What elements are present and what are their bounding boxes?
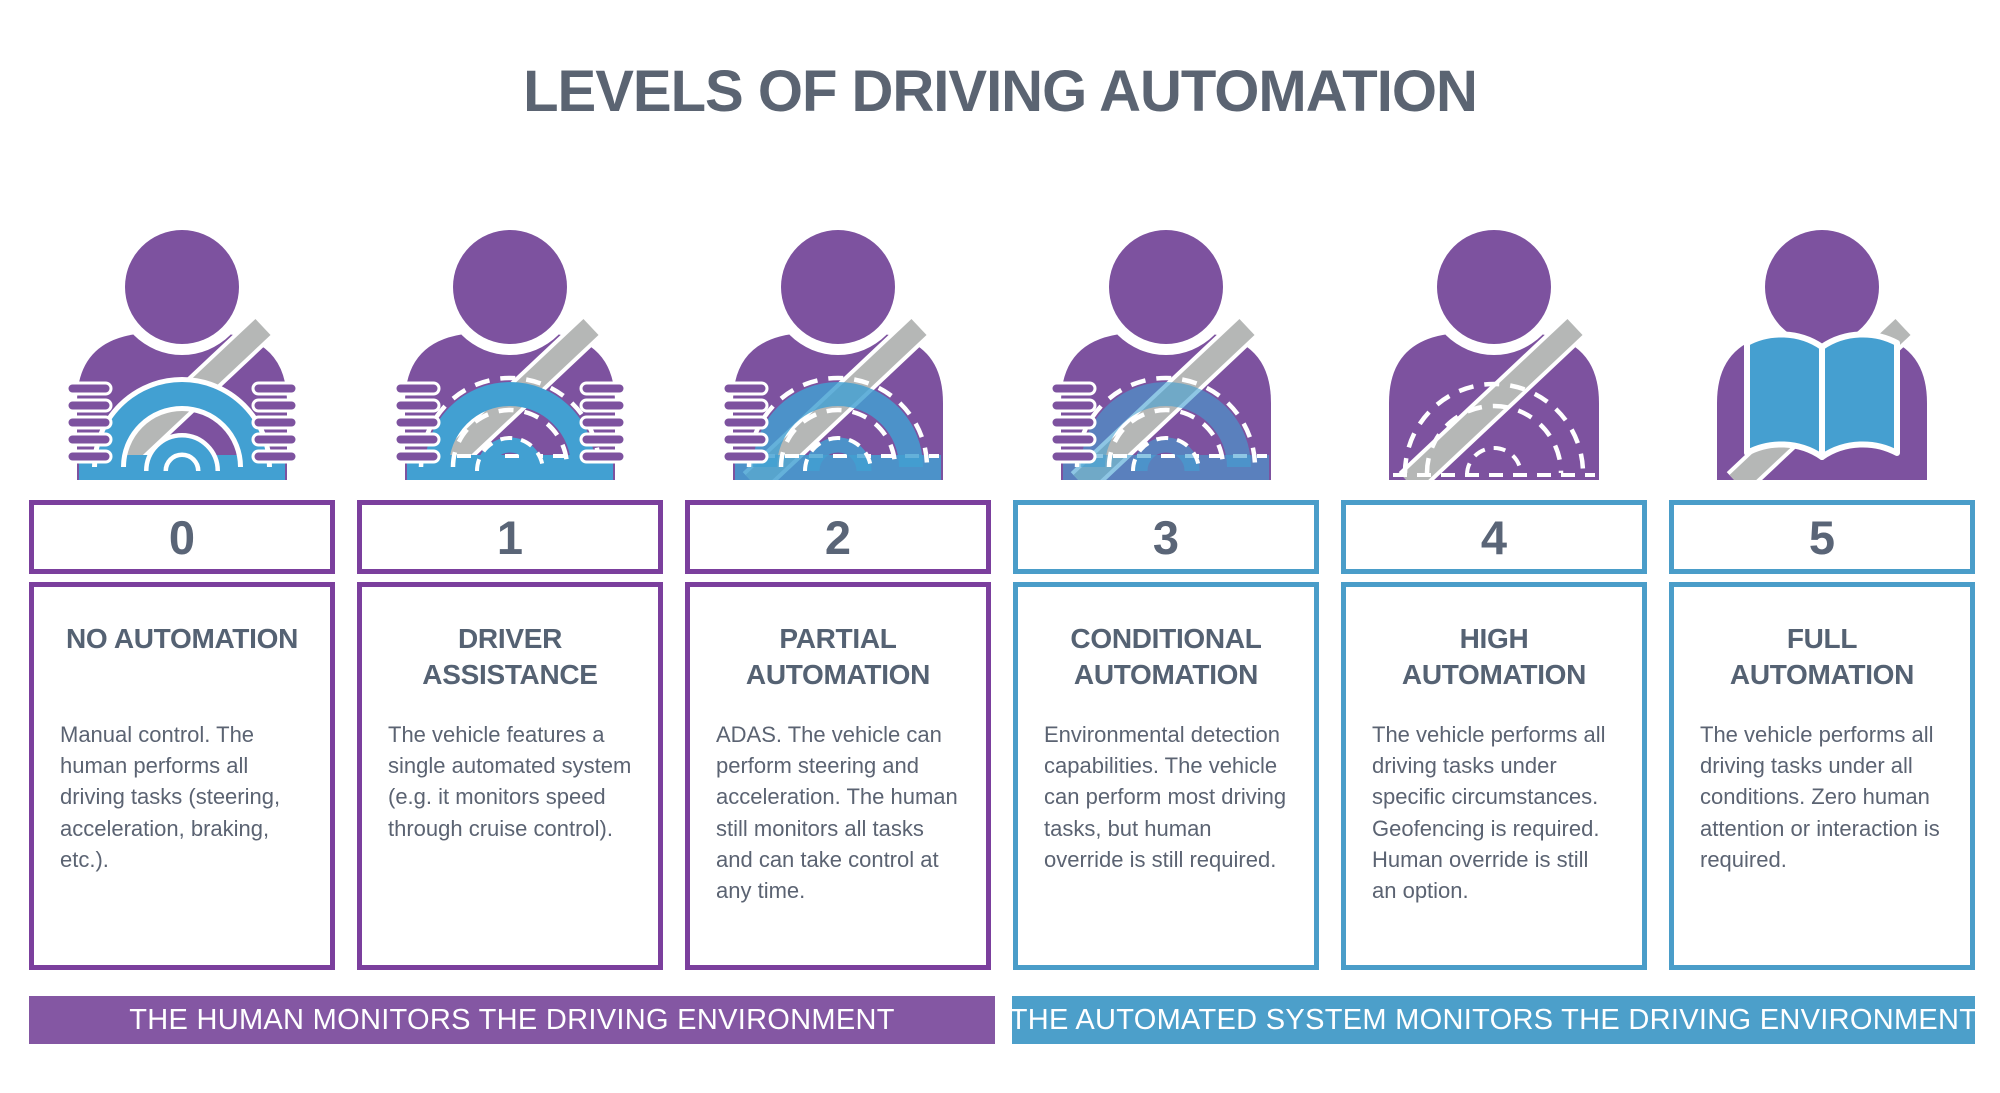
level-1-number: 1 — [496, 510, 524, 564]
level-5-column: 5 FULL AUTOMATION The vehicle performs a… — [1669, 500, 1975, 970]
level-5-name: FULL AUTOMATION — [1729, 623, 1915, 691]
automated-system-monitors-banner: THE AUTOMATED SYSTEM MONITORS THE DRIVIN… — [1009, 996, 1978, 1044]
level-5-number: 5 — [1808, 510, 1836, 564]
automated-system-monitors-banner-label: THE AUTOMATED SYSTEM MONITORS THE DRIVIN… — [1009, 1003, 1978, 1036]
level-4-body-box: HIGH AUTOMATION The vehicle performs all… — [1341, 582, 1647, 970]
level-0-description: Manual control. The human performs all d… — [60, 722, 281, 872]
human-monitors-banner: THE HUMAN MONITORS THE DRIVING ENVIRONME… — [29, 996, 995, 1044]
level-1-number-box: 1 — [357, 500, 663, 574]
level-0-name: NO AUTOMATION — [65, 623, 298, 654]
level-3-description: Environmental detection capabilities. Th… — [1044, 722, 1287, 872]
level-3-body-box: CONDITIONAL AUTOMATION Environmental det… — [1013, 582, 1319, 970]
level-0-number: 0 — [168, 510, 196, 564]
level-2-body-box: PARTIAL AUTOMATION ADAS. The vehicle can… — [685, 582, 991, 970]
driver-one-hand-dashed-wheel-icon — [685, 222, 991, 480]
level-4-name: HIGH AUTOMATION — [1401, 623, 1587, 691]
level-1-column: 1 DRIVER ASSISTANCE The vehicle features… — [357, 500, 663, 970]
human-monitors-banner-label: THE HUMAN MONITORS THE DRIVING ENVIRONME… — [129, 1003, 895, 1036]
level-3-number-box: 3 — [1013, 500, 1319, 574]
level-1-name: DRIVER ASSISTANCE — [422, 623, 598, 691]
level-5-number-box: 5 — [1669, 500, 1975, 574]
driver-hands-on-dashed-wheel-icon — [357, 222, 663, 480]
level-2-name: PARTIAL AUTOMATION — [745, 623, 931, 691]
level-5-description: The vehicle performs all driving tasks u… — [1700, 722, 1940, 872]
passenger-reading-book-icon — [1669, 222, 1975, 480]
driver-hands-free-outline-wheel-icon — [1341, 222, 1647, 480]
level-0-body-box: NO AUTOMATION Manual control. The human … — [29, 582, 335, 970]
level-2-description: ADAS. The vehicle can perform steering a… — [716, 722, 958, 904]
level-1-description: The vehicle features a single automated … — [388, 722, 632, 841]
driver-hands-on-solid-wheel-icon — [29, 222, 335, 480]
driver-figures-row — [29, 222, 1975, 480]
level-1-body-box: DRIVER ASSISTANCE The vehicle features a… — [357, 582, 663, 970]
level-0-column: 0 NO AUTOMATION Manual control. The huma… — [29, 500, 335, 970]
level-2-number-box: 2 — [685, 500, 991, 574]
level-2-number: 2 — [824, 510, 852, 564]
level-3-name: CONDITIONAL AUTOMATION — [1070, 623, 1262, 691]
page-title: LEVELS OF DRIVING AUTOMATION — [523, 59, 1478, 124]
level-3-number: 3 — [1152, 510, 1180, 564]
level-4-description: The vehicle performs all driving tasks u… — [1372, 722, 1606, 904]
level-5-body-box: FULL AUTOMATION The vehicle performs all… — [1669, 582, 1975, 970]
level-0-number-box: 0 — [29, 500, 335, 574]
level-4-number: 4 — [1480, 510, 1508, 564]
level-4-number-box: 4 — [1341, 500, 1647, 574]
level-3-column: 3 CONDITIONAL AUTOMATION Environmental d… — [1013, 500, 1319, 970]
driver-one-hand-faded-wheel-icon — [1013, 222, 1319, 480]
level-4-column: 4 HIGH AUTOMATION The vehicle performs a… — [1341, 500, 1647, 970]
level-2-column: 2 PARTIAL AUTOMATION ADAS. The vehicle c… — [685, 500, 991, 970]
level-boxes-row: 0 NO AUTOMATION Manual control. The huma… — [29, 500, 1975, 970]
